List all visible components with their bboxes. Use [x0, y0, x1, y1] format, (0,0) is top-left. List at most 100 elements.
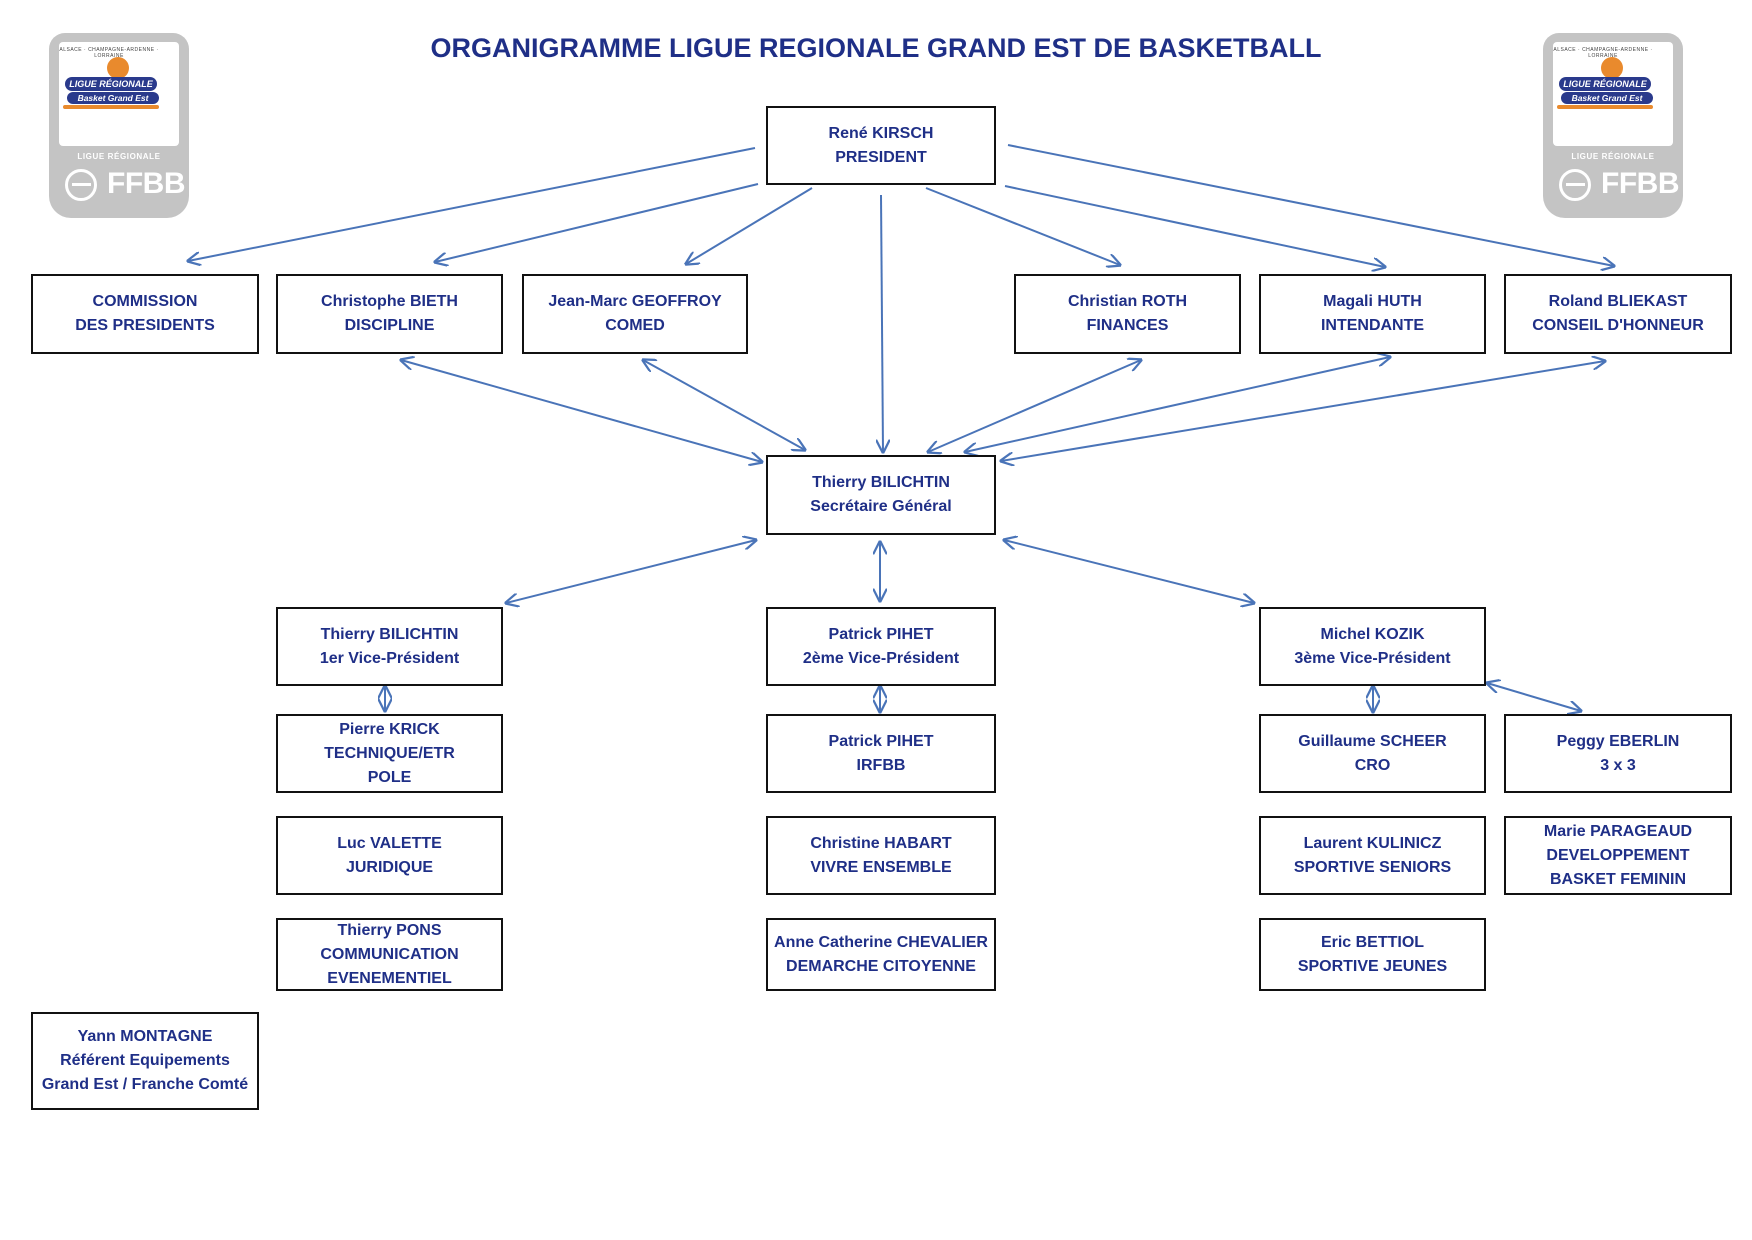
- irfbb-role: IRFBB: [856, 756, 906, 774]
- logo-ffbb: FFBB: [107, 167, 185, 200]
- feminin-role: DEVELOPPEMENT: [1546, 846, 1690, 864]
- commission-line1: COMMISSION: [92, 293, 198, 310]
- arrow-president-comed: [686, 187, 813, 264]
- demarche-citoyenne-box: Anne Catherine CHEVALIER DEMARCHE CITOYE…: [766, 918, 996, 991]
- logo-arc-text: ALSACE · CHAMPAGNE-ARDENNE · LORRAINE: [59, 47, 159, 59]
- irfbb-box: Patrick PIHET IRFBB: [766, 714, 996, 793]
- trois-name: Peggy EBERLIN: [1556, 732, 1680, 750]
- arrow-discipline-secretaire: [401, 360, 762, 462]
- 3x3-box: Peggy EBERLIN 3 x 3: [1504, 714, 1732, 793]
- feminin-role2: BASKET FEMININ: [1550, 870, 1686, 888]
- conseil-honneur-box: Roland BLIEKAST CONSEIL D'HONNEUR: [1504, 274, 1732, 354]
- logo-line1: LIGUE RÉGIONALE: [1559, 77, 1651, 91]
- arrow-president-secretaire: [881, 194, 883, 452]
- vp3-box: Michel KOZIK 3ème Vice-Président: [1259, 607, 1486, 686]
- discipline-box: Christophe BIETH DISCIPLINE: [276, 274, 503, 354]
- finances-role: FINANCES: [1086, 317, 1169, 334]
- logo-line2: Basket Grand Est: [1561, 92, 1653, 104]
- arrow-intendante-secretaire: [965, 357, 1390, 452]
- vp2-name: Patrick PIHET: [828, 625, 934, 643]
- honneur-name: Roland BLIEKAST: [1548, 293, 1688, 310]
- logo-arc-text: ALSACE · CHAMPAGNE-ARDENNE · LORRAINE: [1553, 47, 1653, 59]
- vp3-name: Michel KOZIK: [1320, 625, 1425, 643]
- arrow-honneur-secretaire: [1001, 361, 1605, 461]
- discipline-name: Christophe BIETH: [321, 293, 458, 310]
- feminin-name: Marie PARAGEAUD: [1543, 822, 1693, 840]
- discipline-role: DISCIPLINE: [344, 317, 435, 334]
- vp1-name: Thierry BILICHTIN: [320, 625, 459, 643]
- seniors-role: SPORTIVE SENIORS: [1293, 858, 1452, 876]
- technique-role2: POLE: [367, 768, 412, 786]
- arrow-vp3-3x3: [1487, 683, 1581, 711]
- intendante-role: INTENDANTE: [1320, 317, 1425, 334]
- president-box: René KIRSCH PRESIDENT: [766, 106, 996, 185]
- logo-ffbb: FFBB: [1601, 167, 1679, 200]
- jeunes-role: SPORTIVE JEUNES: [1297, 957, 1448, 975]
- intendante-name: Magali HUTH: [1323, 293, 1422, 310]
- sportive-seniors-box: Laurent KULINICZ SPORTIVE SENIORS: [1259, 816, 1486, 895]
- equipements-box: Yann MONTAGNE Référent Equipements Grand…: [31, 1012, 259, 1110]
- vivre-name: Christine HABART: [810, 834, 952, 852]
- ffbb-ball-icon: [1559, 169, 1591, 201]
- basketball-icon: [107, 57, 129, 79]
- secretaire-general-box: Thierry BILICHTIN Secrétaire Général: [766, 455, 996, 535]
- commission-box: COMMISSION DES PRESIDENTS: [31, 274, 259, 354]
- ligue-ffbb-logo-left: ALSACE · CHAMPAGNE-ARDENNE · LORRAINE LI…: [49, 33, 189, 218]
- technique-role: TECHNIQUE/ETR: [324, 744, 455, 762]
- sportive-jeunes-box: Eric BETTIOL SPORTIVE JEUNES: [1259, 918, 1486, 991]
- logo-line2: Basket Grand Est: [67, 92, 159, 104]
- arrow-president-intendante: [1004, 185, 1385, 267]
- page-title: ORGANIGRAMME LIGUE REGIONALE GRAND EST D…: [430, 33, 1322, 63]
- arrow-secretaire-vp3: [1004, 540, 1254, 603]
- equipements-region: Grand Est / Franche Comté: [41, 1076, 249, 1093]
- arrow-finances-secretaire: [928, 360, 1141, 452]
- communication-role2: EVENEMENTIEL: [327, 969, 452, 987]
- ffbb-ball-icon: [65, 169, 97, 201]
- vivre-ensemble-box: Christine HABART VIVRE ENSEMBLE: [766, 816, 996, 895]
- honneur-role: CONSEIL D'HONNEUR: [1532, 317, 1704, 334]
- commission-line2: DES PRESIDENTS: [75, 317, 215, 334]
- basketball-icon: [1601, 57, 1623, 79]
- citoyenne-role: DEMARCHE CITOYENNE: [786, 957, 976, 975]
- president-role: PRESIDENT: [835, 148, 927, 166]
- trois-role: 3 x 3: [1600, 756, 1636, 774]
- logo-swoosh: [1557, 105, 1653, 109]
- communication-box: Thierry PONS COMMUNICATION EVENEMENTIEL: [276, 918, 503, 991]
- finances-name: Christian ROTH: [1067, 293, 1188, 310]
- finances-box: Christian ROTH FINANCES: [1014, 274, 1241, 354]
- ligue-ffbb-logo-right: ALSACE · CHAMPAGNE-ARDENNE · LORRAINE LI…: [1543, 33, 1683, 218]
- cro-role: CRO: [1354, 756, 1391, 774]
- logo-federation-label: LIGUE RÉGIONALE: [77, 152, 161, 161]
- cro-box: Guillaume SCHEER CRO: [1259, 714, 1486, 793]
- vivre-role: VIVRE ENSEMBLE: [810, 858, 952, 876]
- arrow-president-discipline: [435, 183, 759, 262]
- communication-name: Thierry PONS: [337, 921, 442, 939]
- basket-feminin-box: Marie PARAGEAUD DEVELOPPEMENT BASKET FEM…: [1504, 816, 1732, 895]
- vp1-box: Thierry BILICHTIN 1er Vice-Président: [276, 607, 503, 686]
- logo-line1: LIGUE RÉGIONALE: [65, 77, 157, 91]
- juridique-box: Luc VALETTE JURIDIQUE: [276, 816, 503, 895]
- secretaire-name: Thierry BILICHTIN: [812, 474, 950, 491]
- technique-name: Pierre KRICK: [339, 720, 440, 738]
- technique-box: Pierre KRICK TECHNIQUE/ETR POLE: [276, 714, 503, 793]
- logo-federation-label: LIGUE RÉGIONALE: [1571, 152, 1655, 161]
- seniors-name: Laurent KULINICZ: [1303, 834, 1442, 852]
- logo-swoosh: [63, 105, 159, 109]
- vp3-role: 3ème Vice-Président: [1294, 649, 1451, 667]
- comed-box: Jean-Marc GEOFFROY COMED: [522, 274, 748, 354]
- jeunes-name: Eric BETTIOL: [1320, 933, 1425, 951]
- arrow-president-commission: [188, 147, 756, 261]
- juridique-name: Luc VALETTE: [337, 834, 442, 852]
- intendante-box: Magali HUTH INTENDANTE: [1259, 274, 1486, 354]
- juridique-role: JURIDIQUE: [345, 858, 434, 876]
- cro-name: Guillaume SCHEER: [1298, 732, 1447, 750]
- comed-name: Jean-Marc GEOFFROY: [548, 293, 722, 310]
- comed-role: COMED: [605, 317, 665, 334]
- arrow-president-finances: [925, 187, 1120, 265]
- citoyenne-name: Anne Catherine CHEVALIER: [774, 933, 988, 951]
- arrow-secretaire-vp1: [506, 540, 756, 603]
- arrow-comed-secretaire: [643, 360, 805, 450]
- secretaire-role: Secrétaire Général: [810, 498, 952, 515]
- communication-role: COMMUNICATION: [320, 945, 459, 963]
